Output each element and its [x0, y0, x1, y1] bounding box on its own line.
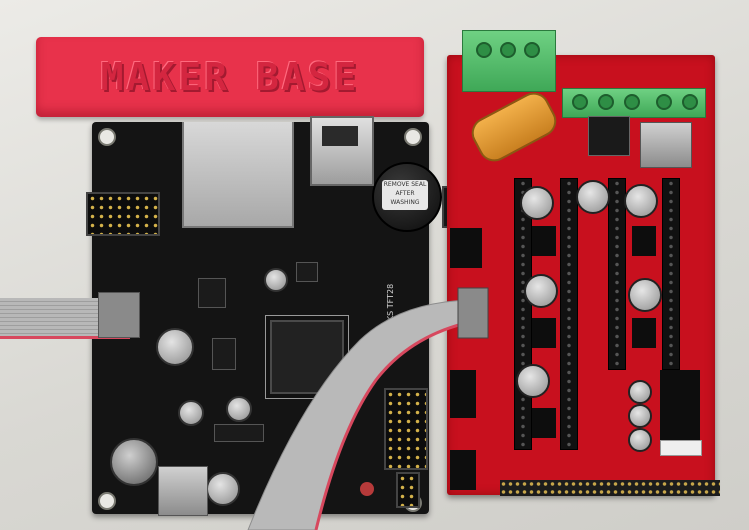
electrolytic-capacitor: [524, 274, 558, 308]
terminal-screw: [598, 94, 614, 110]
mount-hole: [98, 492, 116, 510]
jumper-block: [532, 318, 556, 348]
terminal-screw: [500, 42, 516, 58]
reset-button: [360, 482, 374, 496]
electrolytic-capacitor: [516, 364, 550, 398]
terminal-screw: [476, 42, 492, 58]
capacitor: [264, 268, 288, 292]
voltage-regulator: [158, 466, 208, 516]
jumper-block: [532, 408, 556, 438]
capacitor: [628, 380, 652, 404]
box-header-connector: [384, 388, 428, 470]
capacitor: [226, 396, 252, 422]
pin-header: [450, 450, 476, 490]
ribbon-connector: [98, 292, 140, 338]
box-header-connector: [86, 192, 160, 236]
sd-card-slot: [182, 122, 294, 228]
mosfet: [588, 116, 630, 156]
electrolytic-capacitor: [520, 186, 554, 220]
capacitor: [628, 428, 652, 452]
crystal: [296, 262, 318, 282]
ic-chip: [212, 338, 236, 370]
terminal-screw: [682, 94, 698, 110]
buzzer-sticker: REMOVE SEAL AFTER WASHING: [382, 180, 428, 210]
terminal-screw: [572, 94, 588, 110]
sign-text: MAKER BASE: [100, 55, 360, 99]
terminal-screw: [524, 42, 540, 58]
electrolytic-capacitor: [624, 184, 658, 218]
maker-base-sign: MAKER BASE: [36, 37, 424, 117]
mount-hole: [98, 128, 116, 146]
capacitor: [206, 472, 240, 506]
electrolytic-capacitor: [628, 278, 662, 312]
electrolytic-capacitor: [576, 180, 610, 214]
pin-header: [450, 228, 482, 268]
driver-socket: [608, 178, 626, 370]
ic-chip: [214, 424, 264, 442]
green-terminal-block: [462, 30, 556, 92]
jumper-block: [532, 226, 556, 256]
white-connector: [660, 440, 702, 456]
capacitor: [156, 328, 194, 366]
ic-chip: [198, 278, 226, 308]
pin-header: [396, 472, 420, 508]
usb-port-opening: [322, 126, 358, 146]
driver-socket: [560, 178, 578, 450]
terminal-screw: [624, 94, 640, 110]
pin-header: [660, 370, 700, 440]
driver-socket: [662, 178, 680, 370]
pin-header: [450, 370, 476, 418]
terminal-screw: [656, 94, 672, 110]
mount-hole: [404, 128, 422, 146]
mosfet-heatsink: [640, 122, 692, 168]
jumper-block: [632, 318, 656, 348]
capacitor: [110, 438, 158, 486]
jumper-block: [632, 226, 656, 256]
capacitor: [628, 404, 652, 428]
bottom-pin-row: [500, 480, 720, 496]
capacitor: [178, 400, 204, 426]
